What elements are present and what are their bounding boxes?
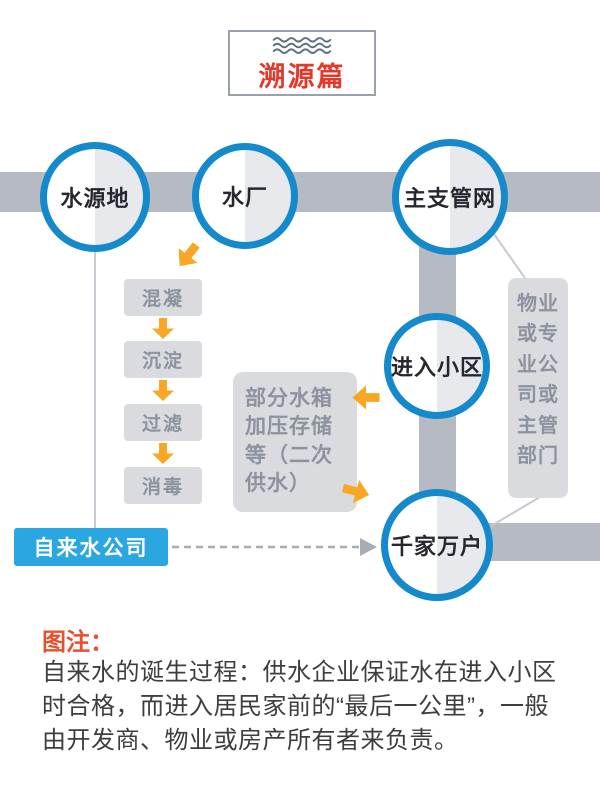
secondary-supply-box: 部分水箱加压存储等（二次供水） xyxy=(233,372,357,512)
node-main-pipe-network-label: 主支管网 xyxy=(403,186,496,211)
node-households: 千家万户 xyxy=(381,489,493,601)
water-company-box: 自来水公司 xyxy=(14,528,168,566)
arrowhead-icon xyxy=(360,538,377,556)
node-households-label: 千家万户 xyxy=(390,534,483,559)
caption-label: 图注： xyxy=(42,629,114,656)
process-step-sedimentation: 沉淀 xyxy=(124,341,202,378)
process-step-coagulation: 混凝 xyxy=(124,279,202,316)
arrow-down-left-icon xyxy=(170,237,206,273)
page-title: 溯源篇 xyxy=(258,62,346,92)
node-water-plant: 水厂 xyxy=(192,143,298,249)
node-enter-community: 进入小区 xyxy=(384,313,490,419)
node-water-plant-label: 水厂 xyxy=(221,185,268,210)
node-water-source: 水源地 xyxy=(40,142,150,252)
node-enter-community-label: 进入小区 xyxy=(391,355,484,380)
process-step-filtration: 过滤 xyxy=(124,404,202,441)
node-water-source-label: 水源地 xyxy=(60,186,130,211)
property-management-box: 物业或专业公司或主管部门 xyxy=(508,278,568,498)
arrow-down-icon xyxy=(152,443,174,464)
wave-icon xyxy=(272,37,332,54)
line-property-to-households xyxy=(490,496,541,527)
process-step-disinfection: 消毒 xyxy=(124,467,202,504)
arrow-down-icon xyxy=(152,318,174,339)
caption-body: 自来水的诞生过程：供水企业保证水在进入小区时合格，而进入居民家前的“最后一公里”… xyxy=(42,659,557,755)
line-network-to-property xyxy=(493,233,528,282)
arrow-down-icon xyxy=(152,380,174,401)
node-main-pipe-network: 主支管网 xyxy=(392,139,508,255)
title-badge: 溯源篇 xyxy=(228,30,376,96)
